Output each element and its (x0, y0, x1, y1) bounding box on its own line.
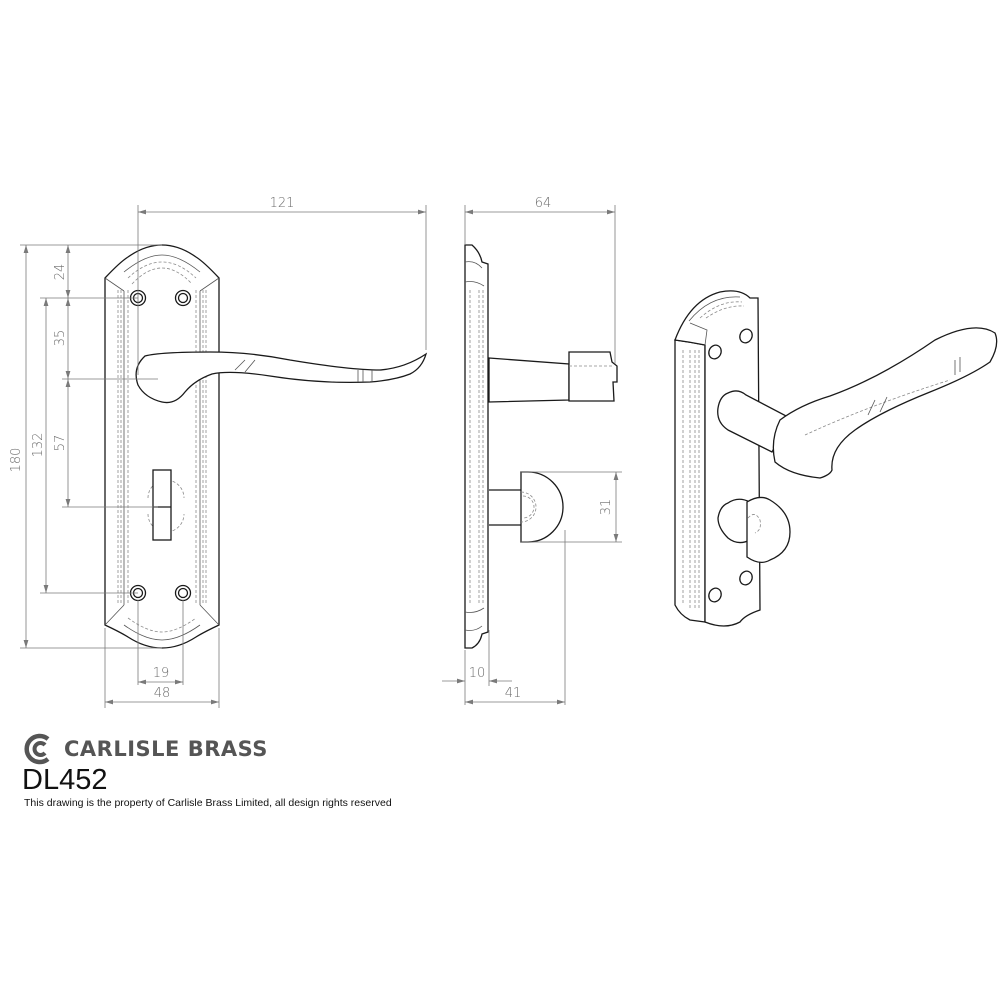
isometric-view (674, 290, 998, 627)
dim-41: 41 (465, 530, 566, 705)
iso-hole-1 (739, 328, 753, 344)
dim-31: 31 (521, 471, 622, 543)
dim-label-64: 64 (535, 196, 552, 211)
iso-lever-handle (772, 327, 998, 479)
dim-10: 10 (442, 630, 512, 705)
copyright-notice: This drawing is the property of Carlisle… (24, 797, 392, 809)
brand-name: CARLISLE BRASS (64, 737, 268, 761)
dim-label-132: 132 (31, 433, 46, 458)
iso-thumbturn-disc (746, 496, 791, 564)
side-lever-rose (488, 357, 570, 403)
side-thumbturn (520, 471, 564, 543)
dim-35: 35 (53, 298, 158, 380)
front-thumbturn (147, 479, 185, 533)
iso-hole-3 (739, 570, 753, 586)
dim-label-41: 41 (505, 686, 522, 701)
dim-121: 121 (137, 196, 427, 375)
fixing-hole-bottom-right (174, 584, 192, 602)
iso-thumbturn (717, 498, 751, 544)
dim-19: 19 (137, 600, 184, 685)
fixing-hole-top-right (174, 289, 192, 307)
dim-label-48: 48 (154, 686, 171, 701)
front-backplate (104, 244, 220, 649)
side-view: 64 31 10 41 (442, 196, 622, 705)
front-thumbturn-bar (152, 469, 172, 541)
side-backplate (464, 244, 489, 649)
dim-label-180: 180 (9, 448, 24, 473)
iso-backplate-face (674, 290, 761, 627)
product-code: DL452 (22, 764, 108, 796)
dim-label-19: 19 (153, 666, 170, 681)
brand-block: CARLISLE BRASS (24, 733, 268, 765)
dim-180: 180 (9, 244, 162, 649)
dim-57: 57 (53, 379, 158, 508)
side-lever-handle (568, 351, 618, 402)
front-lever (135, 351, 428, 404)
dim-64: 64 (464, 196, 616, 364)
dim-label-35: 35 (53, 330, 68, 347)
iso-hole-2 (708, 344, 722, 360)
front-view: 121 180 132 24 35 57 (9, 196, 428, 708)
dim-label-10: 10 (469, 666, 486, 681)
dim-24: 24 (53, 245, 71, 298)
dim-48: 48 (104, 628, 220, 708)
iso-lever-rose (717, 390, 791, 453)
dim-label-57: 57 (53, 435, 68, 452)
dim-label-24: 24 (53, 264, 68, 281)
side-thumbturn-spindle (489, 489, 521, 526)
carlisle-brass-logo-icon (24, 733, 50, 765)
dim-label-31: 31 (599, 499, 614, 516)
dim-label-121: 121 (270, 196, 295, 211)
dim-132: 132 (31, 297, 138, 594)
iso-hole-4 (708, 587, 722, 603)
